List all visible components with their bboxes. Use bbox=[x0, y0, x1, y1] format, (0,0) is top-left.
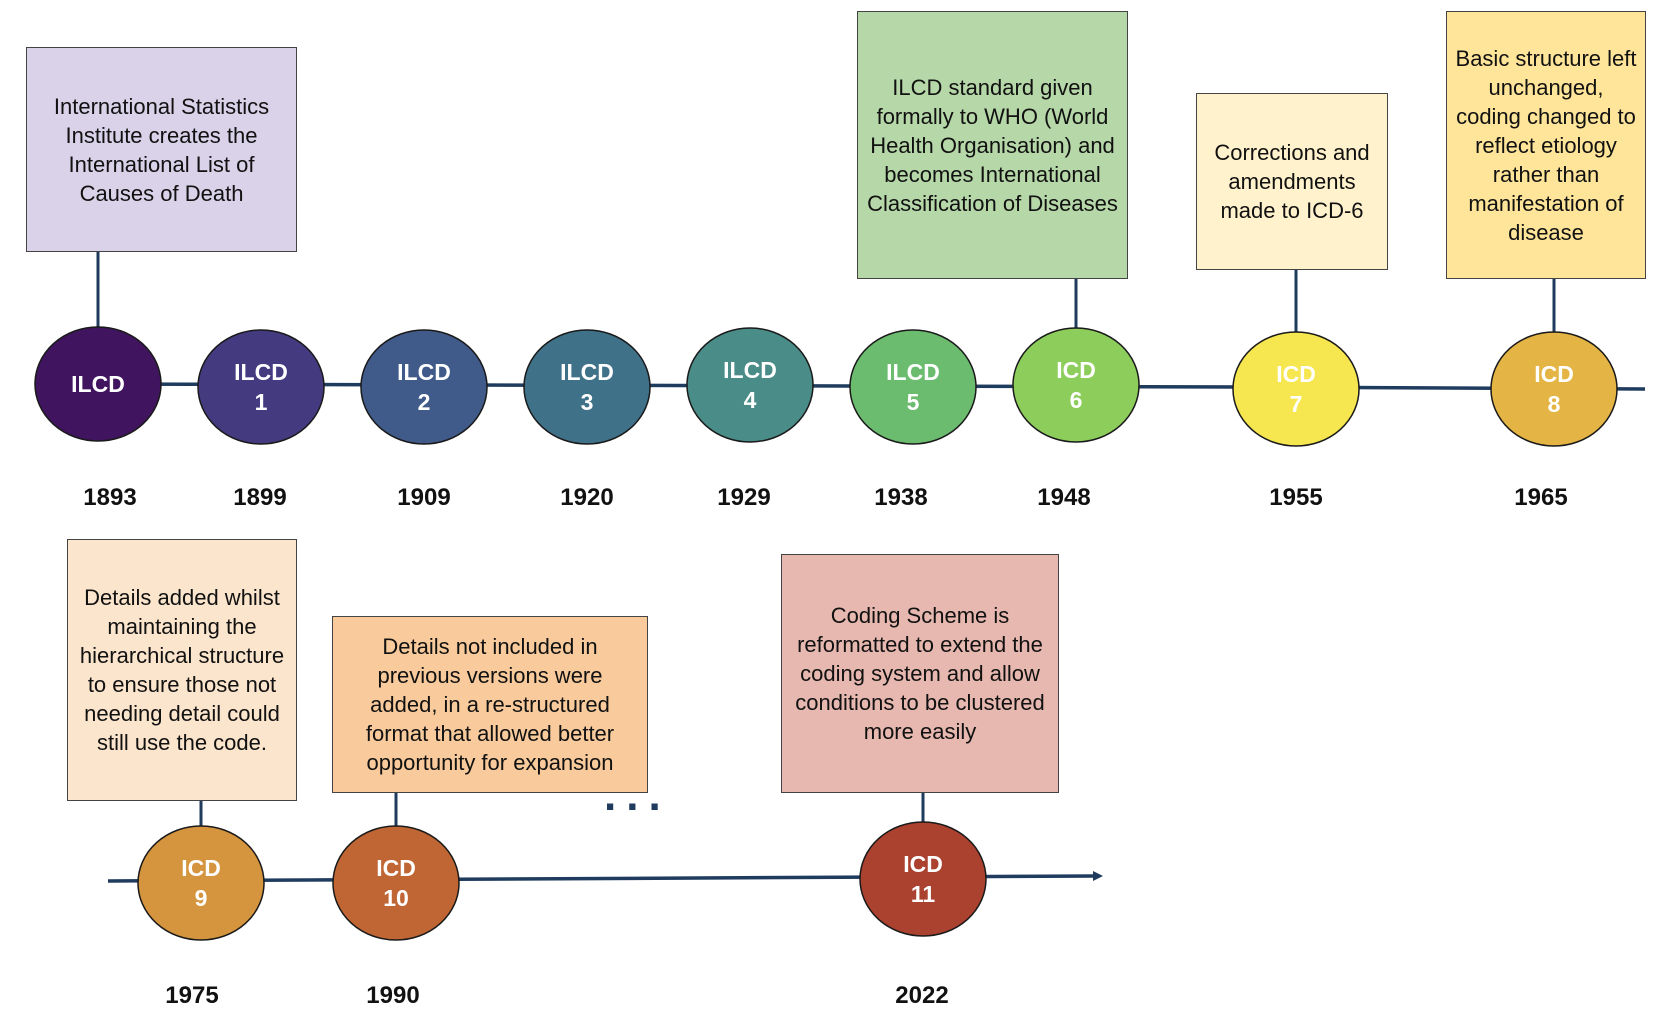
version-node-icd11: ICD 11 bbox=[859, 821, 987, 937]
version-label-icd11-line-1: 11 bbox=[911, 881, 936, 907]
version-label-icd6-line-1: 6 bbox=[1070, 387, 1083, 413]
version-label-ilcd1-line-0: ILCD bbox=[234, 359, 288, 385]
version-circle-icd6 bbox=[1012, 327, 1140, 443]
version-label-ilcd3-line-1: 3 bbox=[581, 389, 594, 415]
version-circle-icd8 bbox=[1490, 331, 1618, 447]
note-box-icd7: Corrections and amendments made to ICD-6 bbox=[1196, 93, 1388, 270]
version-label-ilcd2-line-0: ILCD bbox=[397, 359, 451, 385]
version-label-icd9-line-1: 9 bbox=[195, 885, 208, 911]
year-label-icd10: 1990 bbox=[366, 982, 419, 1009]
year-label-ilcd3: 1920 bbox=[560, 484, 613, 511]
note-box-icd10: Details not included in previous version… bbox=[332, 616, 648, 793]
version-node-ilcd1: ILCD 1 bbox=[197, 329, 325, 445]
version-node-icd9: ICD 9 bbox=[137, 825, 265, 941]
version-label-ilcd4-line-1: 4 bbox=[744, 387, 757, 413]
note-box-icd11: Coding Scheme is reformatted to extend t… bbox=[781, 554, 1059, 793]
version-label-ilcd5-line-1: 5 bbox=[907, 389, 920, 415]
version-node-icd10: ICD 10 bbox=[332, 825, 460, 941]
ellipsis: ... bbox=[604, 771, 671, 820]
version-label-icd8-line-0: ICD bbox=[1534, 361, 1574, 387]
version-circle-icd7 bbox=[1232, 331, 1360, 447]
version-node-ilcd2: ILCD 2 bbox=[360, 329, 488, 445]
version-label-icd7-line-0: ICD bbox=[1276, 361, 1316, 387]
year-label-ilcd5: 1938 bbox=[874, 484, 927, 511]
version-circle-ilcd4 bbox=[686, 327, 814, 443]
year-label-icd9: 1975 bbox=[165, 982, 218, 1009]
version-label-icd6-line-0: ICD bbox=[1056, 357, 1096, 383]
version-label-ilcd3-line-0: ILCD bbox=[560, 359, 614, 385]
version-circle-ilcd bbox=[34, 326, 162, 442]
year-label-ilcd: 1893 bbox=[83, 484, 136, 511]
version-circle-icd9 bbox=[137, 825, 265, 941]
years-layer: 1893 1899 1909 1920 1929 1938 1948 1955 1965 1975… bbox=[83, 484, 1567, 1009]
note-box-icd8: Basic structure left unchanged, coding c… bbox=[1446, 11, 1646, 279]
year-label-icd6: 1948 bbox=[1037, 484, 1090, 511]
note-box-icd6: ILCD standard given formally to WHO (Wor… bbox=[857, 11, 1128, 279]
version-label-icd10-line-0: ICD bbox=[376, 855, 416, 881]
connectors-layer bbox=[96, 252, 1556, 826]
version-node-icd7: ICD 7 bbox=[1232, 331, 1360, 447]
year-label-icd8: 1965 bbox=[1514, 484, 1567, 511]
version-node-icd8: ICD 8 bbox=[1490, 331, 1618, 447]
version-circle-ilcd2 bbox=[360, 329, 488, 445]
version-circle-ilcd5 bbox=[849, 329, 977, 445]
year-label-icd11: 2022 bbox=[895, 982, 948, 1009]
version-node-ilcd4: ILCD 4 bbox=[686, 327, 814, 443]
version-node-icd6: ICD 6 bbox=[1012, 327, 1140, 443]
version-label-ilcd1-line-1: 1 bbox=[255, 389, 268, 415]
note-box-icd9: Details added whilst maintaining the hie… bbox=[67, 539, 297, 801]
year-label-ilcd2: 1909 bbox=[397, 484, 450, 511]
version-node-ilcd3: ILCD 3 bbox=[523, 329, 651, 445]
year-label-ilcd4: 1929 bbox=[717, 484, 770, 511]
version-label-icd8-line-1: 8 bbox=[1548, 391, 1561, 417]
version-circle-ilcd1 bbox=[197, 329, 325, 445]
version-circle-icd10 bbox=[332, 825, 460, 941]
version-label-icd11-line-0: ICD bbox=[903, 851, 943, 877]
version-node-ilcd: ILCD bbox=[34, 326, 162, 442]
version-label-ilcd4-line-0: ILCD bbox=[723, 357, 777, 383]
version-label-ilcd5-line-0: ILCD bbox=[886, 359, 940, 385]
version-label-icd10-line-1: 10 bbox=[383, 885, 409, 911]
version-label-icd7-line-1: 7 bbox=[1290, 391, 1303, 417]
version-circle-icd11 bbox=[859, 821, 987, 937]
version-circle-ilcd3 bbox=[523, 329, 651, 445]
version-label-ilcd-line-0: ILCD bbox=[71, 371, 125, 397]
version-label-ilcd2-line-1: 2 bbox=[418, 389, 431, 415]
note-box-ilcd: International Statistics Institute creat… bbox=[26, 47, 297, 252]
version-label-icd9-line-0: ICD bbox=[181, 855, 221, 881]
year-label-icd7: 1955 bbox=[1269, 484, 1322, 511]
year-label-ilcd1: 1899 bbox=[233, 484, 286, 511]
version-node-ilcd5: ILCD 5 bbox=[849, 329, 977, 445]
